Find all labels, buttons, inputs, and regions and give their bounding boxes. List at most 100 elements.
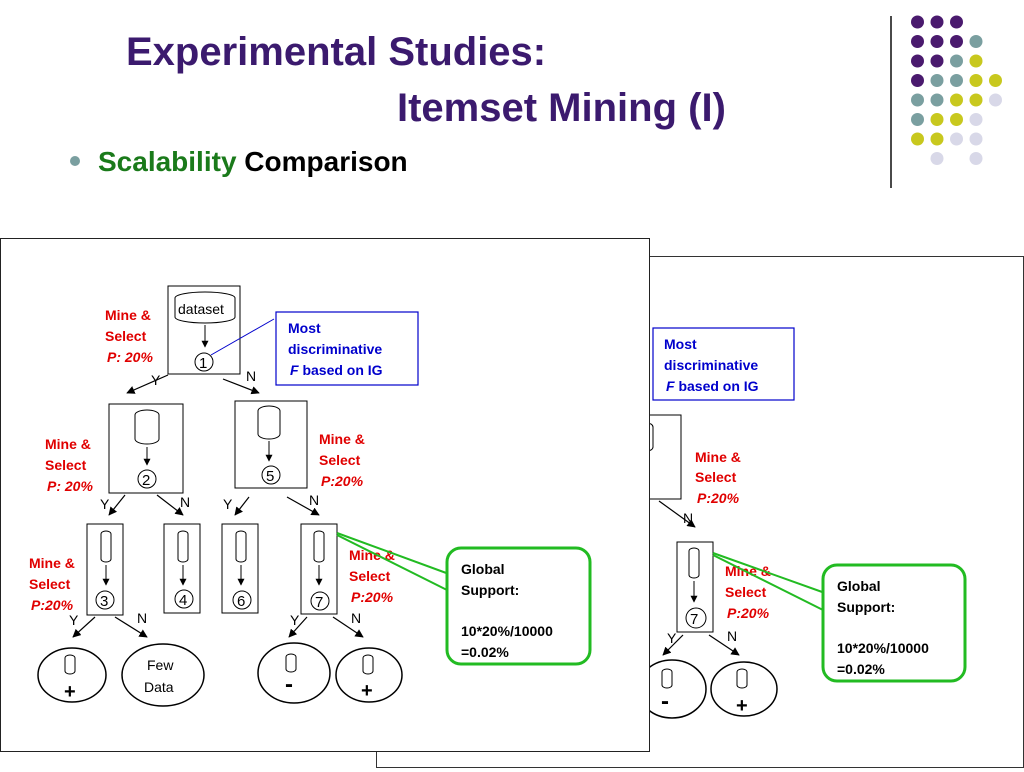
- leaf-few-label: Few: [147, 657, 174, 673]
- gs-line2-back: Support:: [837, 599, 895, 615]
- support-node7-back: P:20%: [727, 605, 770, 621]
- decorative-dot: [969, 54, 983, 68]
- global-support-box: [445, 546, 592, 666]
- leaf-plus-back: +: [736, 695, 748, 717]
- yes-label-node5: Y: [223, 496, 233, 512]
- decorative-dot: [969, 35, 983, 48]
- mine-label-node5-back: Mine &: [695, 449, 741, 465]
- leaf-plus-1: [37, 647, 107, 703]
- decorative-dot: [930, 15, 944, 29]
- select-label-node7: Select: [349, 568, 391, 584]
- support-node2: P: 20%: [47, 478, 93, 494]
- leaf-plus-2: [335, 647, 403, 703]
- yes-label-node7: Y: [290, 612, 300, 628]
- decorative-dot: [969, 152, 983, 165]
- global-support-box-back: [821, 563, 967, 683]
- feature-line3-back: based on IG: [675, 378, 759, 394]
- decorative-dot: [911, 113, 924, 126]
- decorative-dot: [969, 74, 983, 87]
- slide-title-line1: Experimental Studies:: [126, 30, 547, 74]
- slide-title-line2: Itemset Mining (I): [397, 86, 726, 130]
- node5-num: 5: [266, 468, 274, 485]
- feature-line1-back: Most: [664, 336, 697, 352]
- gs-line1-back: Global: [837, 578, 881, 594]
- feature-line2: discriminative: [288, 341, 382, 357]
- bullet-highlight: Scalability: [98, 146, 237, 177]
- decorative-dot: [911, 35, 924, 48]
- bullet-text: Comparison: [244, 146, 408, 177]
- yes-label-node3: Y: [69, 612, 79, 628]
- decorative-dot: [969, 113, 983, 126]
- bullet-item: Scalability Comparison: [70, 146, 408, 178]
- support-node5: P:20%: [321, 473, 364, 489]
- decorative-dot: [930, 132, 944, 146]
- decorative-dot: [911, 74, 924, 87]
- leaf-plus-1-label: +: [64, 681, 76, 703]
- svg-text:F based on IG: F based on IG: [290, 362, 383, 378]
- decorative-dot: [950, 93, 963, 107]
- decision-tree-front: dataset 1 Mine & Select P: 20% Most disc…: [29, 285, 592, 707]
- decorative-dot: [911, 93, 924, 107]
- decorative-dot: [950, 35, 963, 48]
- select-label-node3: Select: [29, 576, 71, 592]
- yes-label-root: Y: [151, 372, 161, 388]
- no-label-root: N: [246, 368, 256, 384]
- gs-line4-back: =0.02%: [837, 661, 885, 677]
- leaf-data-label: Data: [144, 679, 174, 695]
- select-label-node5-back: Select: [695, 469, 737, 485]
- support-node3: P:20%: [31, 597, 74, 613]
- select-label-node5: Select: [319, 452, 361, 468]
- feature-box: [275, 311, 419, 386]
- select-label-node7-back: Select: [725, 584, 767, 600]
- node3-num: 3: [100, 593, 108, 610]
- yes-label-n7-back: Y: [667, 630, 677, 646]
- diagram-panel-front: dataset 1 Mine & Select P: 20% Most disc…: [0, 238, 650, 752]
- decorative-dot: [950, 54, 963, 68]
- leaf-few-data: [121, 643, 205, 707]
- leaf-minus-back: -: [661, 688, 669, 715]
- feature-line1: Most: [288, 320, 321, 336]
- decorative-dot: [989, 93, 1002, 107]
- no-label-node7: N: [351, 610, 361, 626]
- node2-num: 2: [142, 472, 150, 489]
- decorative-dot: [930, 74, 944, 87]
- node4-num: 4: [179, 592, 187, 609]
- decorative-dot: [911, 132, 924, 146]
- node6-num: 6: [237, 593, 245, 610]
- feature-box-back: [652, 327, 795, 401]
- no-label-n7-back: N: [727, 628, 737, 644]
- support-node5-back: P:20%: [697, 490, 740, 506]
- gs-line1: Global: [461, 561, 505, 577]
- support-root: P: 20%: [107, 349, 153, 365]
- decorative-dot: [950, 74, 963, 87]
- decorative-dot: [969, 93, 983, 107]
- decorative-dot: [930, 54, 944, 68]
- mine-label-root: Mine &: [105, 307, 151, 323]
- no-label-node5: N: [309, 492, 319, 508]
- node7-num: 7: [315, 594, 323, 611]
- decorative-dot: [950, 132, 963, 146]
- node1-num: 1: [199, 355, 207, 372]
- gs-line3-back: 10*20%/10000: [837, 640, 929, 656]
- leaf-minus-label: -: [285, 671, 293, 698]
- gs-line3: 10*20%/10000: [461, 623, 553, 639]
- feature-f: F: [290, 362, 299, 378]
- decorative-dot: [950, 113, 963, 126]
- decorative-dot: [969, 132, 983, 146]
- no-label-node2: N: [180, 494, 190, 510]
- mine-label-node5: Mine &: [319, 431, 365, 447]
- yes-label-node2: Y: [100, 496, 110, 512]
- node7-num-back: 7: [690, 611, 698, 628]
- decorative-dot: [930, 152, 944, 165]
- decorative-dot: [950, 15, 963, 29]
- decorative-dot-grid: [911, 15, 1002, 165]
- decorative-dot: [930, 113, 944, 126]
- svg-text:F based on IG: F based on IG: [666, 378, 759, 394]
- mine-label-node3: Mine &: [29, 555, 75, 571]
- feature-line3: based on IG: [299, 362, 383, 378]
- leaf-plus-2-label: +: [361, 680, 373, 702]
- decorative-dot: [930, 35, 944, 48]
- decision-tree-back: Most discriminative F based on IG Mine &…: [634, 327, 967, 719]
- no-label-back: N: [683, 510, 693, 526]
- select-label-node2: Select: [45, 457, 87, 473]
